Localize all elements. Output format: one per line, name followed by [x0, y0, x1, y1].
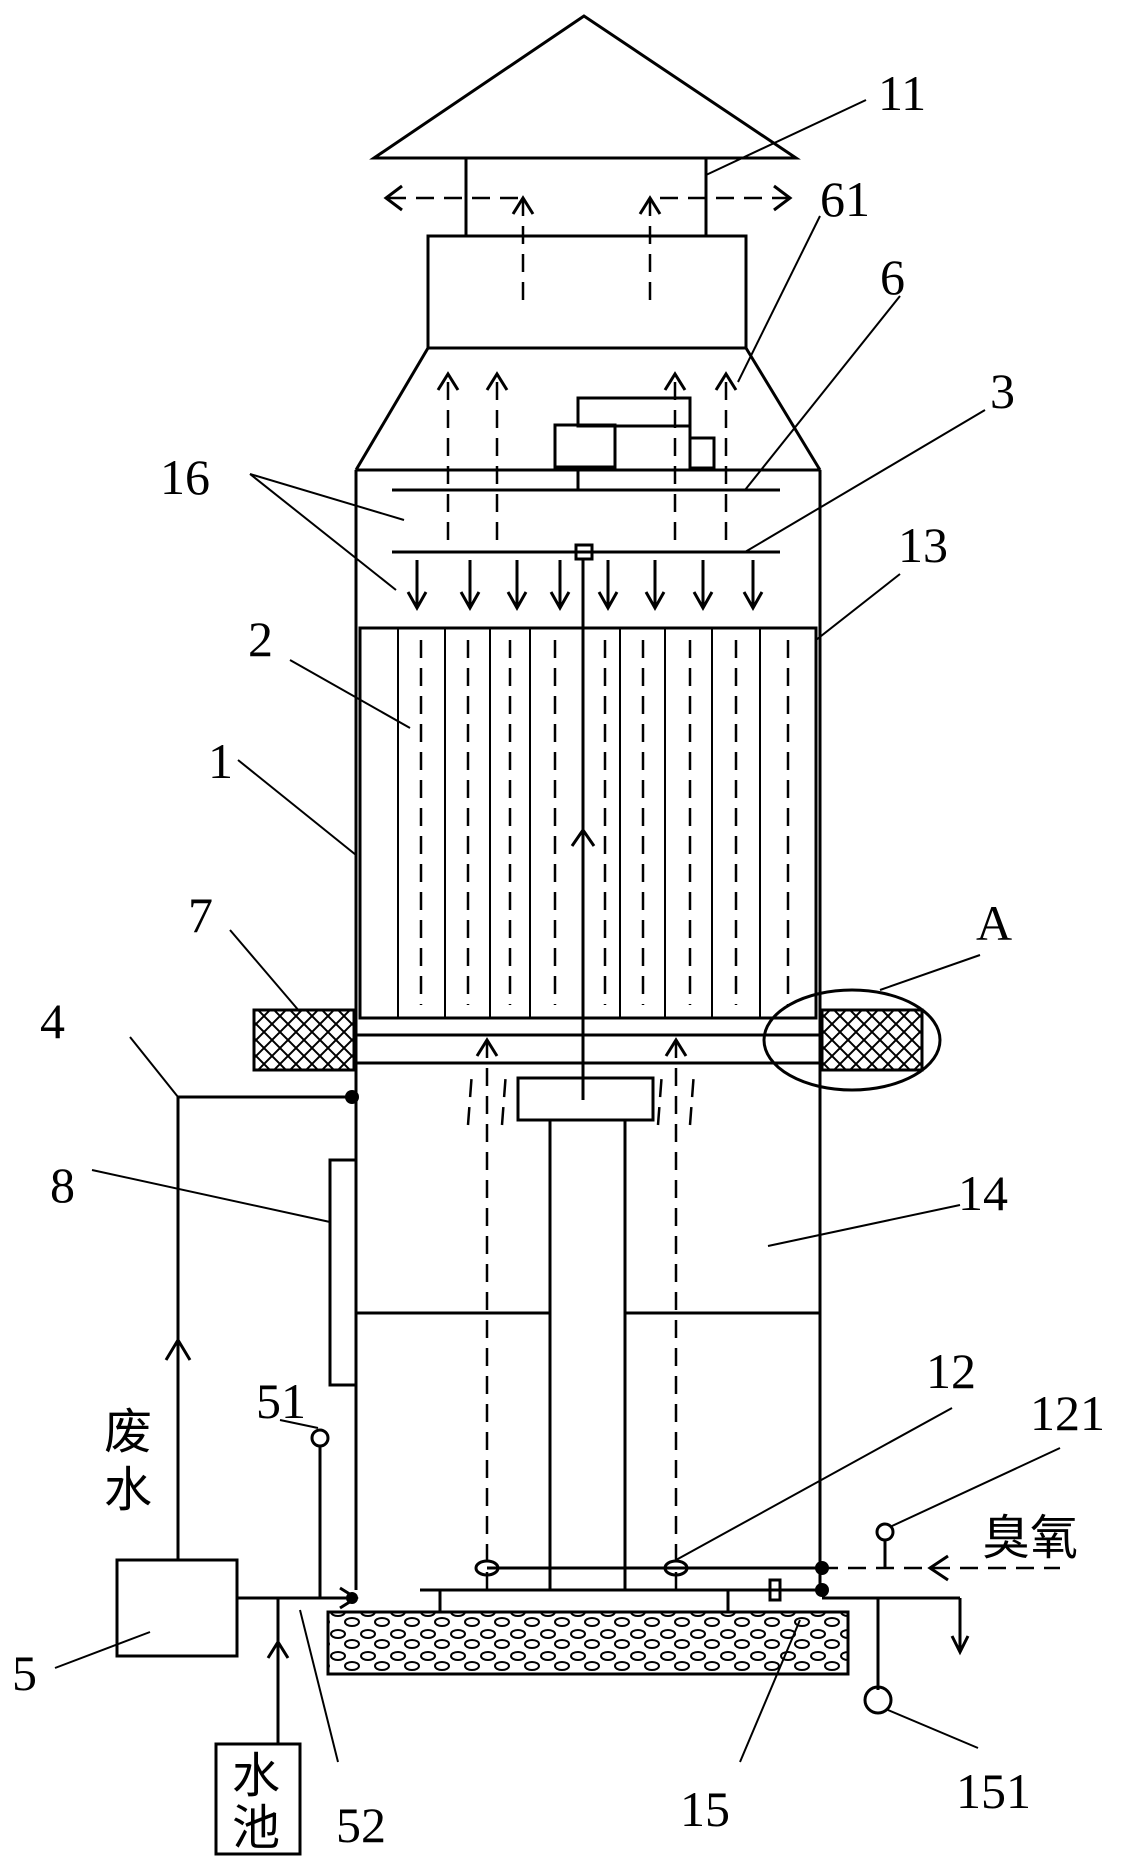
pool-char-1: 水 — [232, 1748, 280, 1804]
label-5: 5 — [12, 1645, 37, 1701]
detail-a-circle — [762, 988, 942, 1092]
label-51: 51 — [256, 1373, 306, 1429]
wastewater-char-2: 水 — [104, 1462, 152, 1518]
device-6-box — [553, 423, 617, 469]
ozone-label: 臭氧 — [982, 1510, 1078, 1566]
label-151: 151 — [956, 1763, 1031, 1819]
roof-cap — [369, 14, 801, 160]
packing-module — [358, 626, 818, 1020]
hood-right-slope — [744, 347, 822, 471]
label-6: 6 — [880, 249, 905, 305]
down-arrows-16 — [406, 560, 764, 612]
label-61: 61 — [820, 171, 870, 227]
chimney-box — [426, 234, 748, 350]
label-12: 12 — [926, 1343, 976, 1399]
insulation-block-right — [820, 1008, 924, 1072]
label-1: 1 — [208, 733, 233, 789]
drain-pump-151 — [863, 1685, 893, 1715]
label-A: A — [976, 895, 1012, 951]
label-2: 2 — [248, 611, 273, 667]
side-panel-8 — [328, 1158, 358, 1387]
distributor-box — [516, 1076, 655, 1122]
label-11: 11 — [878, 65, 926, 121]
wastewater-char-1: 废 — [104, 1404, 152, 1460]
label-16: 16 — [160, 449, 210, 505]
pool-char-2: 池 — [232, 1800, 280, 1856]
label-4: 4 — [40, 993, 65, 1049]
insulation-block-left — [252, 1008, 356, 1072]
label-15: 15 — [680, 1781, 730, 1837]
label-7: 7 — [188, 887, 213, 943]
packing-plates — [397, 628, 790, 1018]
valve-51 — [310, 1428, 330, 1448]
label-14: 14 — [958, 1165, 1008, 1221]
label-121: 121 — [1030, 1385, 1105, 1441]
gravel-bed — [326, 1610, 850, 1676]
label-13: 13 — [898, 517, 948, 573]
water-pool-box — [214, 1742, 302, 1856]
label-3: 3 — [990, 363, 1015, 419]
hood-left-slope — [354, 347, 430, 471]
valve-121 — [875, 1522, 895, 1542]
leader-lines — [54, 99, 1061, 1763]
label-52: 52 — [336, 1797, 386, 1853]
pump-box-5 — [115, 1558, 239, 1658]
label-8: 8 — [50, 1157, 75, 1213]
